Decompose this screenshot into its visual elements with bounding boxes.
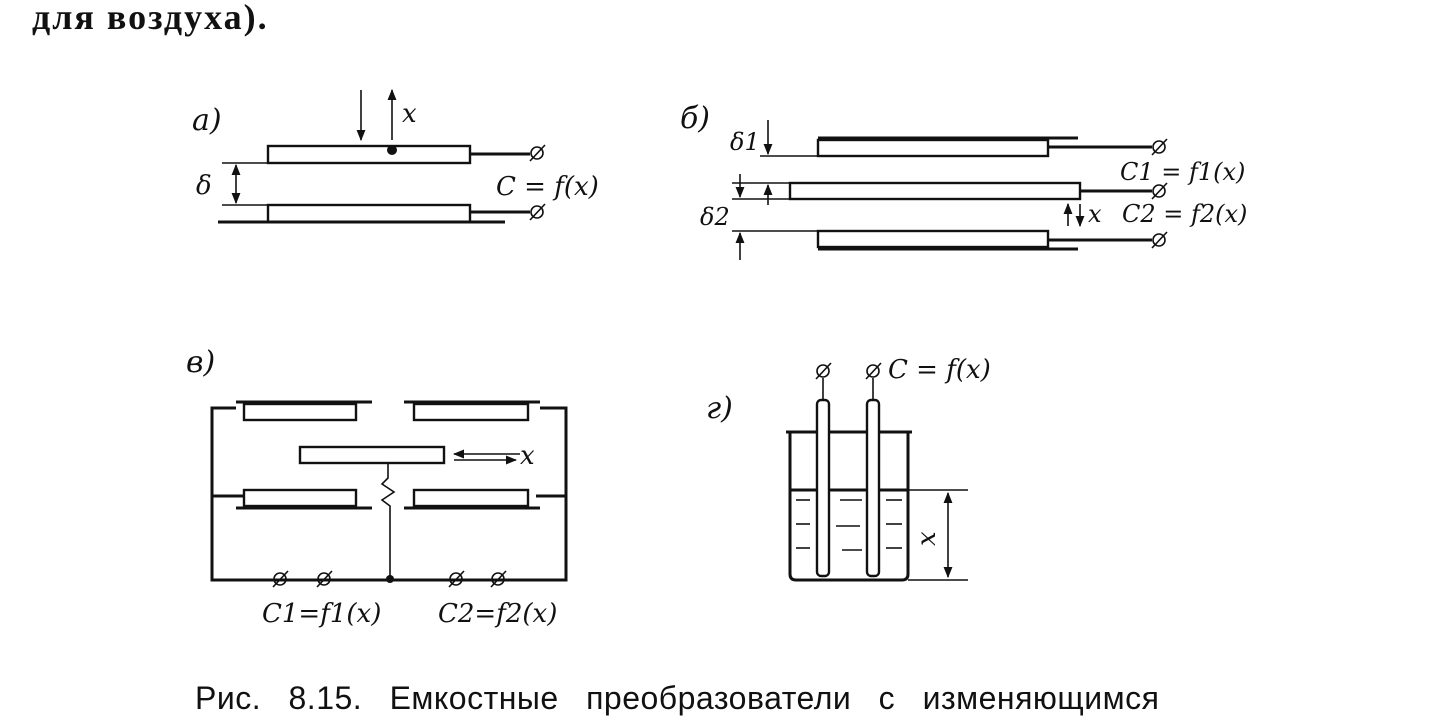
top-text: для воздуха). xyxy=(32,0,269,37)
panel-v-terminal-3-slash xyxy=(448,570,465,588)
panel-v-terminal-2-slash xyxy=(316,570,333,588)
panel-b-gap2-label: δ2 xyxy=(700,203,730,231)
panel-a-terminal-top-slash xyxy=(529,144,546,162)
panel-g-terminal-1-slash xyxy=(815,362,832,380)
panel-a-pivot-dot xyxy=(387,145,397,155)
panel-v-bl-plate xyxy=(242,488,358,508)
panel-v-br-plate xyxy=(412,488,530,508)
panel-g-formula: C = f(x) xyxy=(888,355,991,385)
panel-a-gap-label: δ xyxy=(196,171,212,201)
panel-v-formula-1: C1=f1(x) xyxy=(262,599,381,629)
panel-v: в) x C1=f1(x) C2=f2(x) xyxy=(186,345,568,629)
panel-a-terminal-bottom xyxy=(530,205,544,219)
figure-caption: Рис. 8.15. Емкостные преобразователи с и… xyxy=(195,680,1160,716)
panel-g-terminal-1 xyxy=(816,364,830,378)
panel-b-gap1-label: δ1 xyxy=(730,128,760,156)
panel-v-tl-plate xyxy=(242,402,358,422)
panel-v-terminal-1 xyxy=(273,572,287,586)
panel-v-moving-plate xyxy=(298,445,446,465)
panel-b-terminal-1 xyxy=(1152,140,1166,154)
panel-v-flex-lead xyxy=(380,463,396,580)
panel-g-terminal-2-slash xyxy=(865,362,882,380)
panel-g-liquid-hatching xyxy=(796,499,902,551)
panel-b-terminal-3-slash xyxy=(1151,231,1168,249)
panel-a-terminal-top xyxy=(530,146,544,160)
panel-b-formula-1: C1 = f1(x) xyxy=(1120,158,1245,186)
panel-b-terminal-1-slash xyxy=(1151,138,1168,156)
panel-b-bottom-plate xyxy=(816,229,1050,249)
panel-a-x-label: x xyxy=(402,99,417,129)
panel-b-label: б) xyxy=(680,101,710,136)
panel-a-terminal-bottom-slash xyxy=(529,203,546,221)
panel-v-terminal-2 xyxy=(317,572,331,586)
panel-a-formula: C = f(x) xyxy=(496,172,599,202)
panel-g-terminal-2 xyxy=(866,364,880,378)
panel-g: г) C = f(x) x xyxy=(706,355,991,582)
panel-g-label: г) xyxy=(706,391,733,426)
panel-g-x-label: x xyxy=(912,531,942,546)
panel-g-electrode-1 xyxy=(815,398,831,578)
panel-b-top-plate xyxy=(816,138,1050,158)
panel-b-terminal-3 xyxy=(1152,233,1166,247)
panel-b: б) δ1 δ2 x C1 = f1(x) C2 = f2(x) xyxy=(680,101,1247,260)
panel-b-terminal-2-slash xyxy=(1151,182,1168,200)
panel-v-junction-dot xyxy=(386,575,394,583)
panel-v-terminal-4 xyxy=(491,572,505,586)
panel-b-middle-plate xyxy=(788,181,1082,201)
panel-a-label: а) xyxy=(192,103,222,138)
panel-v-terminal-4-slash xyxy=(490,570,507,588)
panel-a: а) x C = f(x) δ xyxy=(192,88,599,224)
panel-b-formula-2: C2 = f2(x) xyxy=(1122,200,1247,228)
panel-b-terminal-2 xyxy=(1152,184,1166,198)
panel-v-terminal-3 xyxy=(449,572,463,586)
panel-v-x-label: x xyxy=(520,441,535,471)
panel-g-vessel xyxy=(788,432,910,582)
panel-a-top-plate xyxy=(266,144,472,165)
panel-v-terminal-1-slash xyxy=(272,570,289,588)
panel-v-formula-2: C2=f2(x) xyxy=(438,599,557,629)
panel-b-x-label: x xyxy=(1088,200,1102,228)
panel-a-bottom-plate xyxy=(266,203,472,224)
panel-v-tr-plate xyxy=(412,402,530,422)
panel-g-electrode-2 xyxy=(865,398,881,578)
panel-v-label: в) xyxy=(186,345,215,380)
